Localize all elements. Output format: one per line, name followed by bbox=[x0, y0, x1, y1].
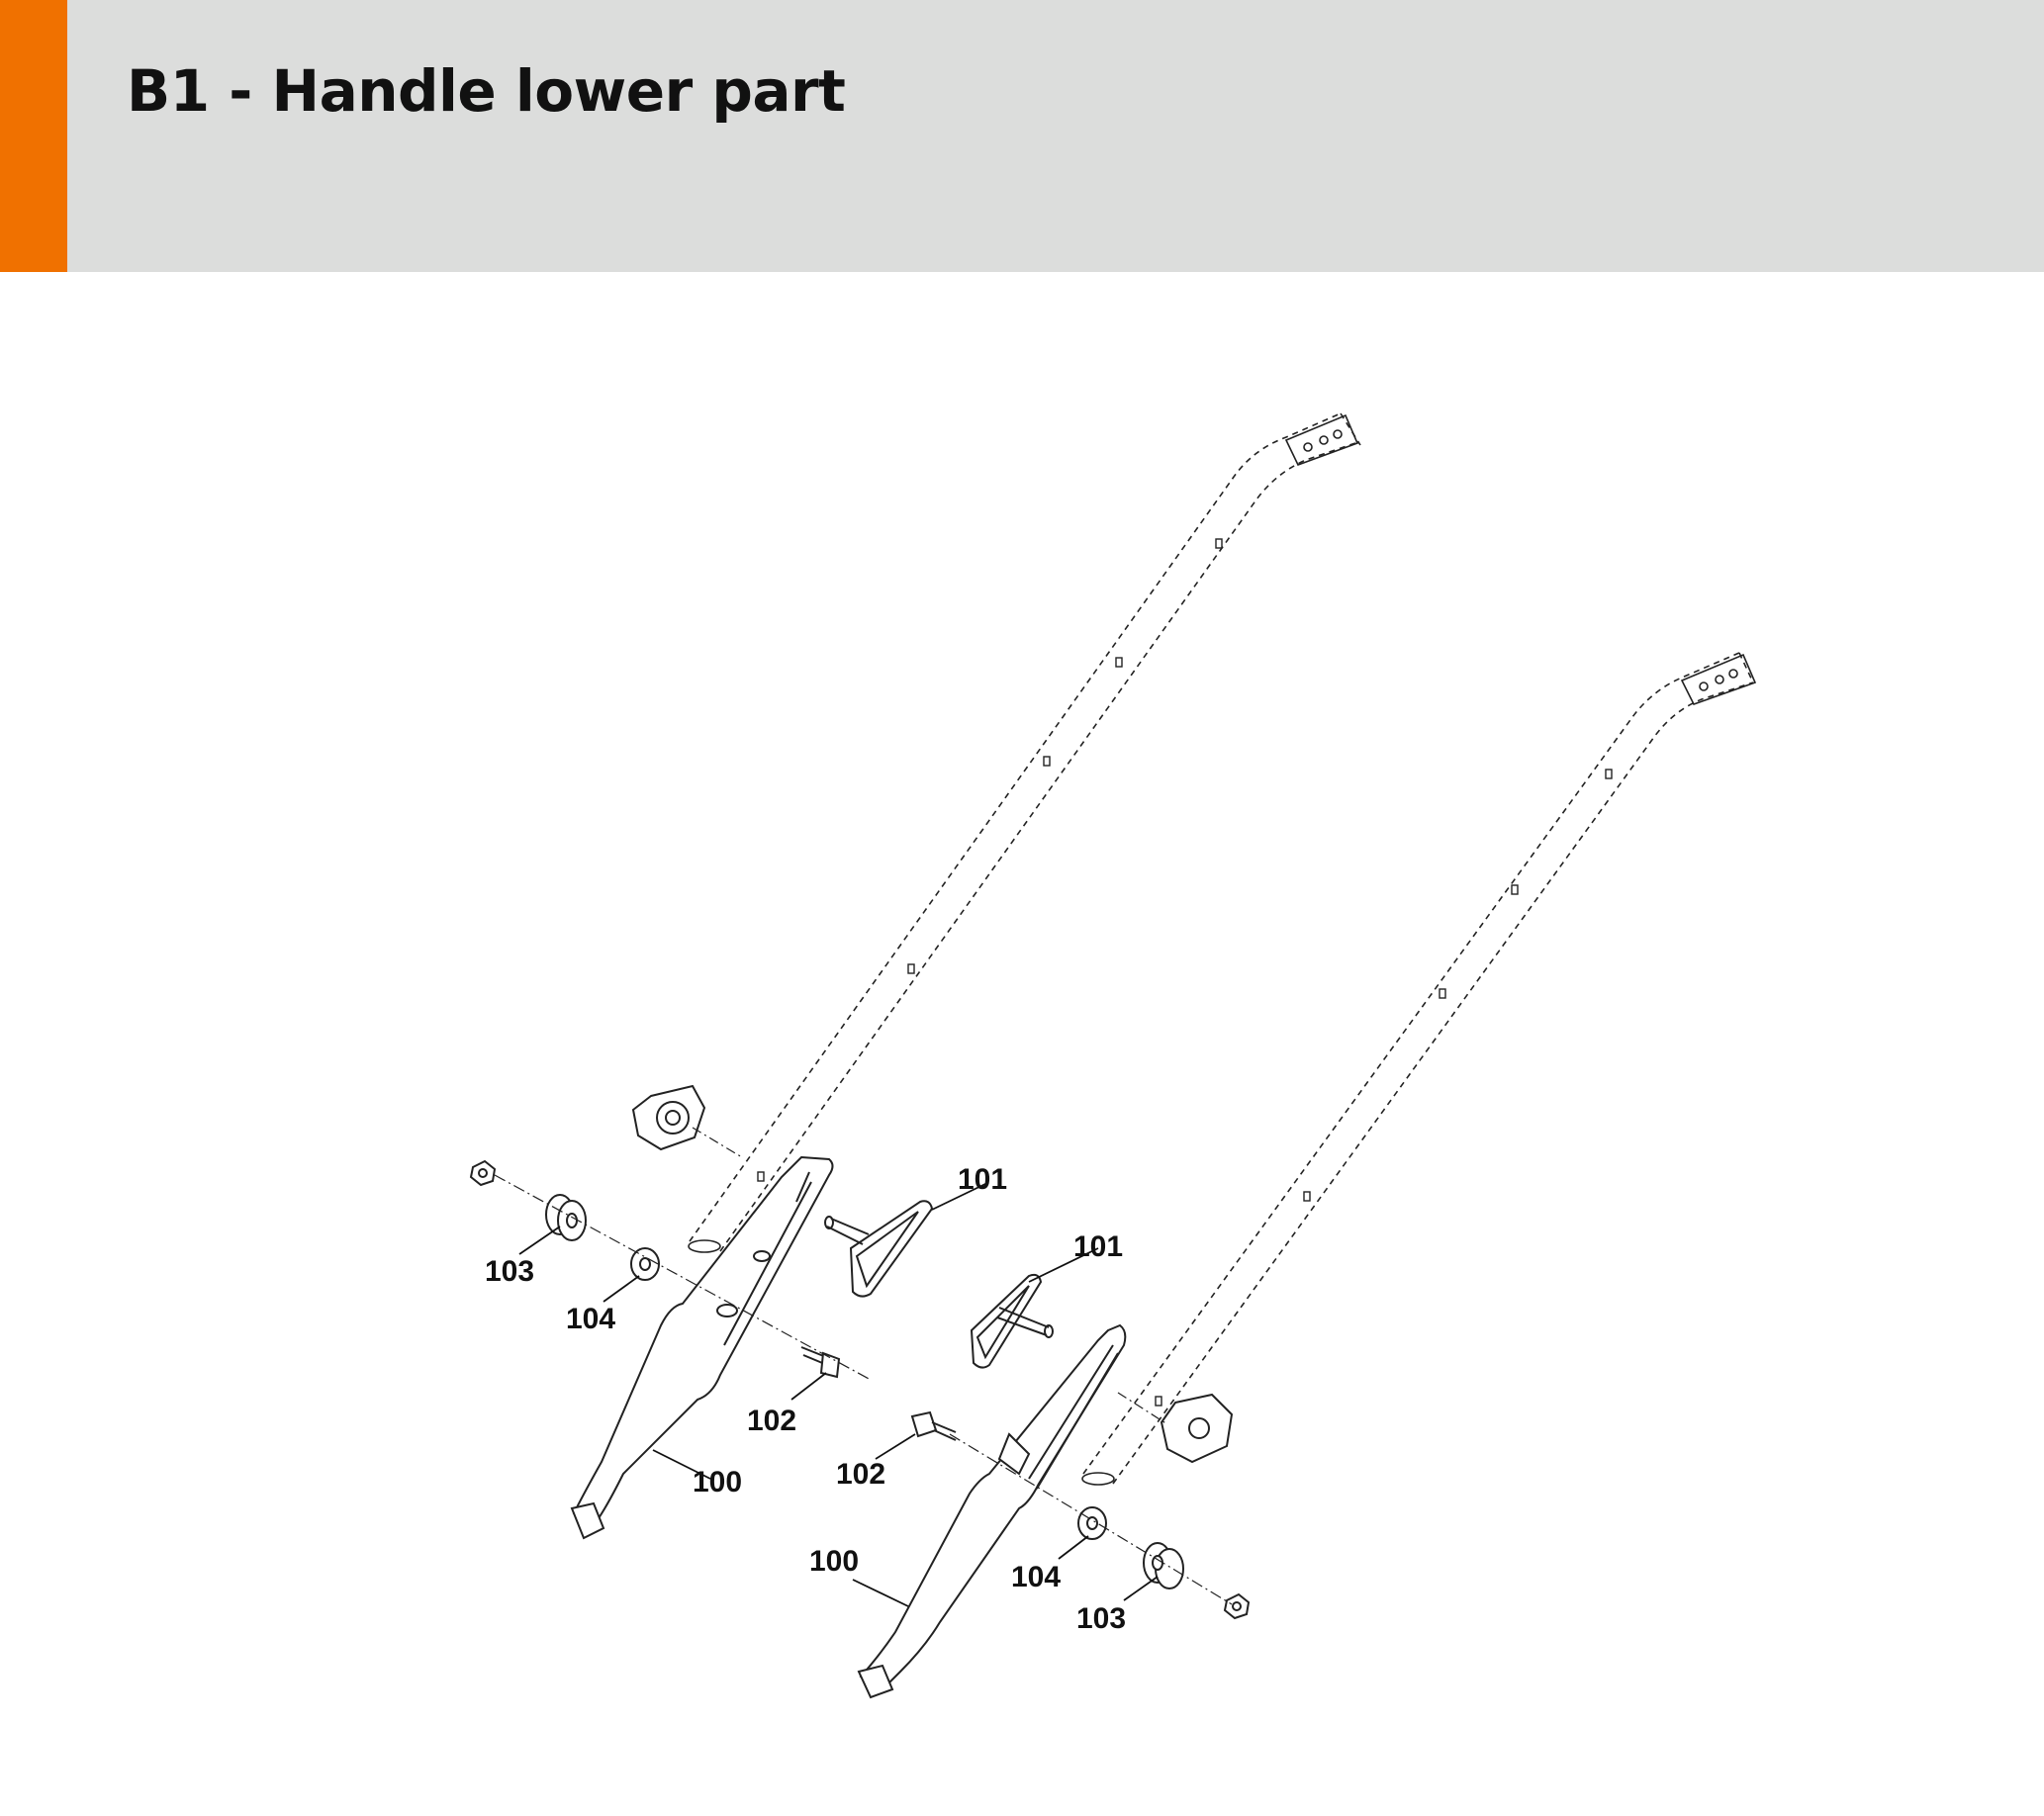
callout-left-104: 104 bbox=[566, 1303, 615, 1335]
callout-left-100: 100 bbox=[693, 1466, 742, 1498]
right-bushing bbox=[1143, 1542, 1184, 1589]
left-tube-end bbox=[688, 1239, 721, 1253]
left-bushing bbox=[545, 1194, 587, 1241]
callout-right-103: 103 bbox=[1076, 1602, 1126, 1635]
right-nut bbox=[1223, 1592, 1251, 1620]
left-knob-axis bbox=[692, 1127, 743, 1158]
callout-right-101: 101 bbox=[1073, 1230, 1123, 1263]
callout-right-102: 102 bbox=[836, 1458, 885, 1491]
right-bolt bbox=[910, 1410, 957, 1441]
accent-bar bbox=[0, 0, 67, 272]
right-star-knob bbox=[1160, 1393, 1234, 1464]
right-washer bbox=[1077, 1506, 1107, 1540]
left-upper-handle-tube bbox=[689, 412, 1361, 1252]
left-nut bbox=[469, 1159, 497, 1187]
left-lower-handle-bar bbox=[570, 1155, 834, 1540]
left-tube-holes bbox=[757, 538, 1223, 1182]
right-axis-line bbox=[949, 1433, 1233, 1605]
callout-right-104: 104 bbox=[1011, 1561, 1061, 1593]
right-tube-end bbox=[1081, 1472, 1115, 1486]
callout-left-101: 101 bbox=[958, 1163, 1007, 1196]
page-title: B1 - Handle lower part bbox=[127, 57, 846, 125]
left-tube-bracket bbox=[1284, 413, 1359, 467]
callout-left-102: 102 bbox=[747, 1405, 796, 1437]
callout-labels: 101 101 103 104 102 100 102 100 104 103 bbox=[485, 1163, 1126, 1635]
callout-right-100: 100 bbox=[809, 1545, 859, 1578]
left-axis-line bbox=[494, 1174, 872, 1381]
left-washer bbox=[630, 1247, 660, 1281]
left-quick-release-lever bbox=[824, 1200, 934, 1298]
callout-left-103: 103 bbox=[485, 1255, 534, 1288]
right-tube-bracket bbox=[1680, 653, 1757, 705]
right-lower-handle-bar bbox=[857, 1323, 1127, 1699]
right-upper-handle-tube bbox=[1082, 652, 1754, 1485]
leader-lines bbox=[518, 1182, 1159, 1607]
header-band: B1 - Handle lower part bbox=[0, 0, 2044, 272]
left-bolt bbox=[800, 1346, 841, 1379]
right-knob-axis bbox=[1117, 1392, 1168, 1425]
left-star-knob bbox=[631, 1084, 706, 1151]
right-quick-release-lever bbox=[970, 1273, 1054, 1369]
right-tube-holes bbox=[1155, 769, 1613, 1407]
